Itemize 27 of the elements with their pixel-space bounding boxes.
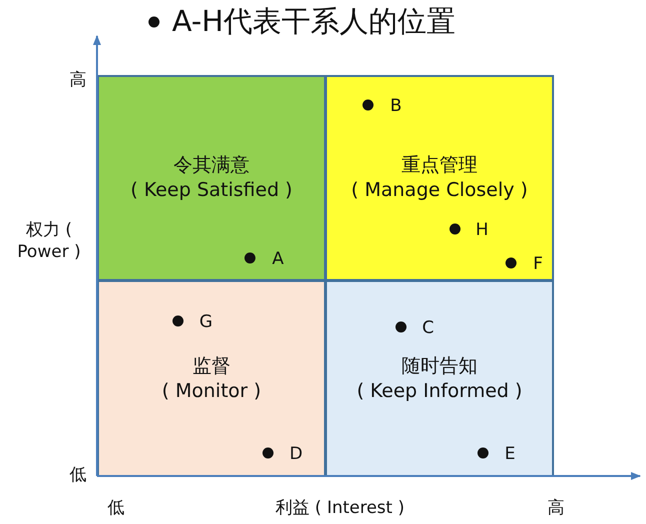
quadrant-label: 监督: [192, 354, 230, 378]
quadrant-box: [97, 75, 326, 281]
point-letter: A: [271, 248, 285, 270]
title: A-H代表干系人的位置: [172, 3, 456, 40]
point-letter: B: [389, 95, 403, 117]
point-letter: E: [504, 443, 516, 465]
quadrant-label: 令其满意: [174, 153, 250, 178]
axis-label: 高: [546, 497, 566, 519]
point-letter: C: [421, 317, 435, 339]
point-letter: H: [474, 219, 490, 241]
quadrant-box: [325, 75, 554, 281]
quadrant-box: [97, 280, 326, 477]
axis-label: 高: [68, 69, 88, 91]
quadrant-label: ( Monitor ): [162, 378, 262, 404]
point-letter: D: [288, 443, 304, 465]
quadrant-label: ( Manage Closely ): [351, 178, 528, 203]
axis-label: 低: [68, 464, 88, 486]
quadrant-label: 重点管理: [402, 153, 478, 178]
quadrant-label: ( Keep Informed ): [356, 378, 522, 404]
point-letter: F: [532, 253, 544, 275]
point-letter: G: [198, 311, 214, 333]
axis-label: 低: [106, 497, 126, 519]
quadrant-box: [325, 280, 554, 477]
axis-label: 权力 ( Power ): [16, 219, 82, 263]
quadrant-label: 随时告知: [402, 354, 478, 378]
quadrant-label: ( Keep Satisfied ): [130, 178, 292, 203]
axis-label: 利益 ( Interest ): [274, 497, 406, 519]
